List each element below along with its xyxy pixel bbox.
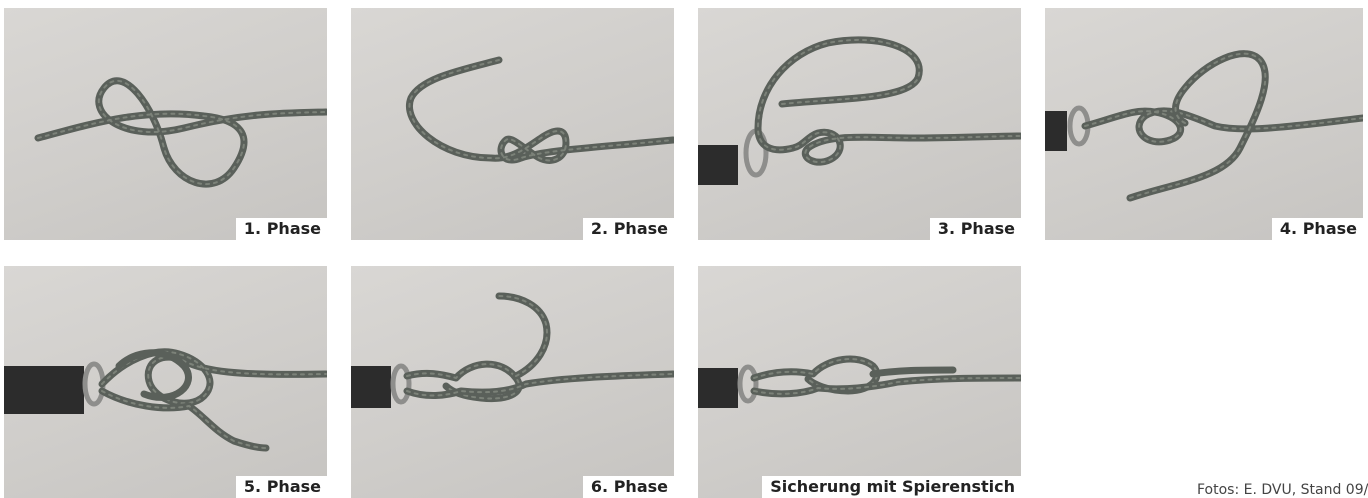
phase-label: 6. Phase bbox=[583, 476, 674, 498]
photo-safety-knot: Sicherung mit Spierenstich bbox=[698, 266, 1021, 498]
figure-eight-knot-illustration bbox=[1045, 8, 1363, 240]
figure-eight-knot-illustration bbox=[698, 8, 1021, 240]
photo-phase-5: 5. Phase bbox=[4, 266, 327, 498]
phase-label: 5. Phase bbox=[236, 476, 327, 498]
figure-eight-knot-illustration bbox=[698, 266, 1021, 498]
phase-label: 3. Phase bbox=[930, 218, 1021, 240]
phase-label: 2. Phase bbox=[583, 218, 674, 240]
figure-eight-knot-illustration bbox=[4, 8, 327, 240]
figure-eight-knot-illustration bbox=[351, 8, 674, 240]
photo-phase-3: 3. Phase bbox=[698, 8, 1021, 240]
figure-eight-knot-illustration bbox=[351, 266, 674, 498]
phase-label: Sicherung mit Spierenstich bbox=[762, 476, 1021, 498]
photo-phase-1: 1. Phase bbox=[4, 8, 327, 240]
photo-phase-4: 4. Phase bbox=[1045, 8, 1363, 240]
phase-label: 1. Phase bbox=[236, 218, 327, 240]
figure-eight-knot-illustration bbox=[4, 266, 327, 498]
photo-phase-6: 6. Phase bbox=[351, 266, 674, 498]
photo-credit: Fotos: E. DVU, Stand 09/16 bbox=[1197, 482, 1368, 498]
phase-label: 4. Phase bbox=[1272, 218, 1363, 240]
photo-phase-2: 2. Phase bbox=[351, 8, 674, 240]
